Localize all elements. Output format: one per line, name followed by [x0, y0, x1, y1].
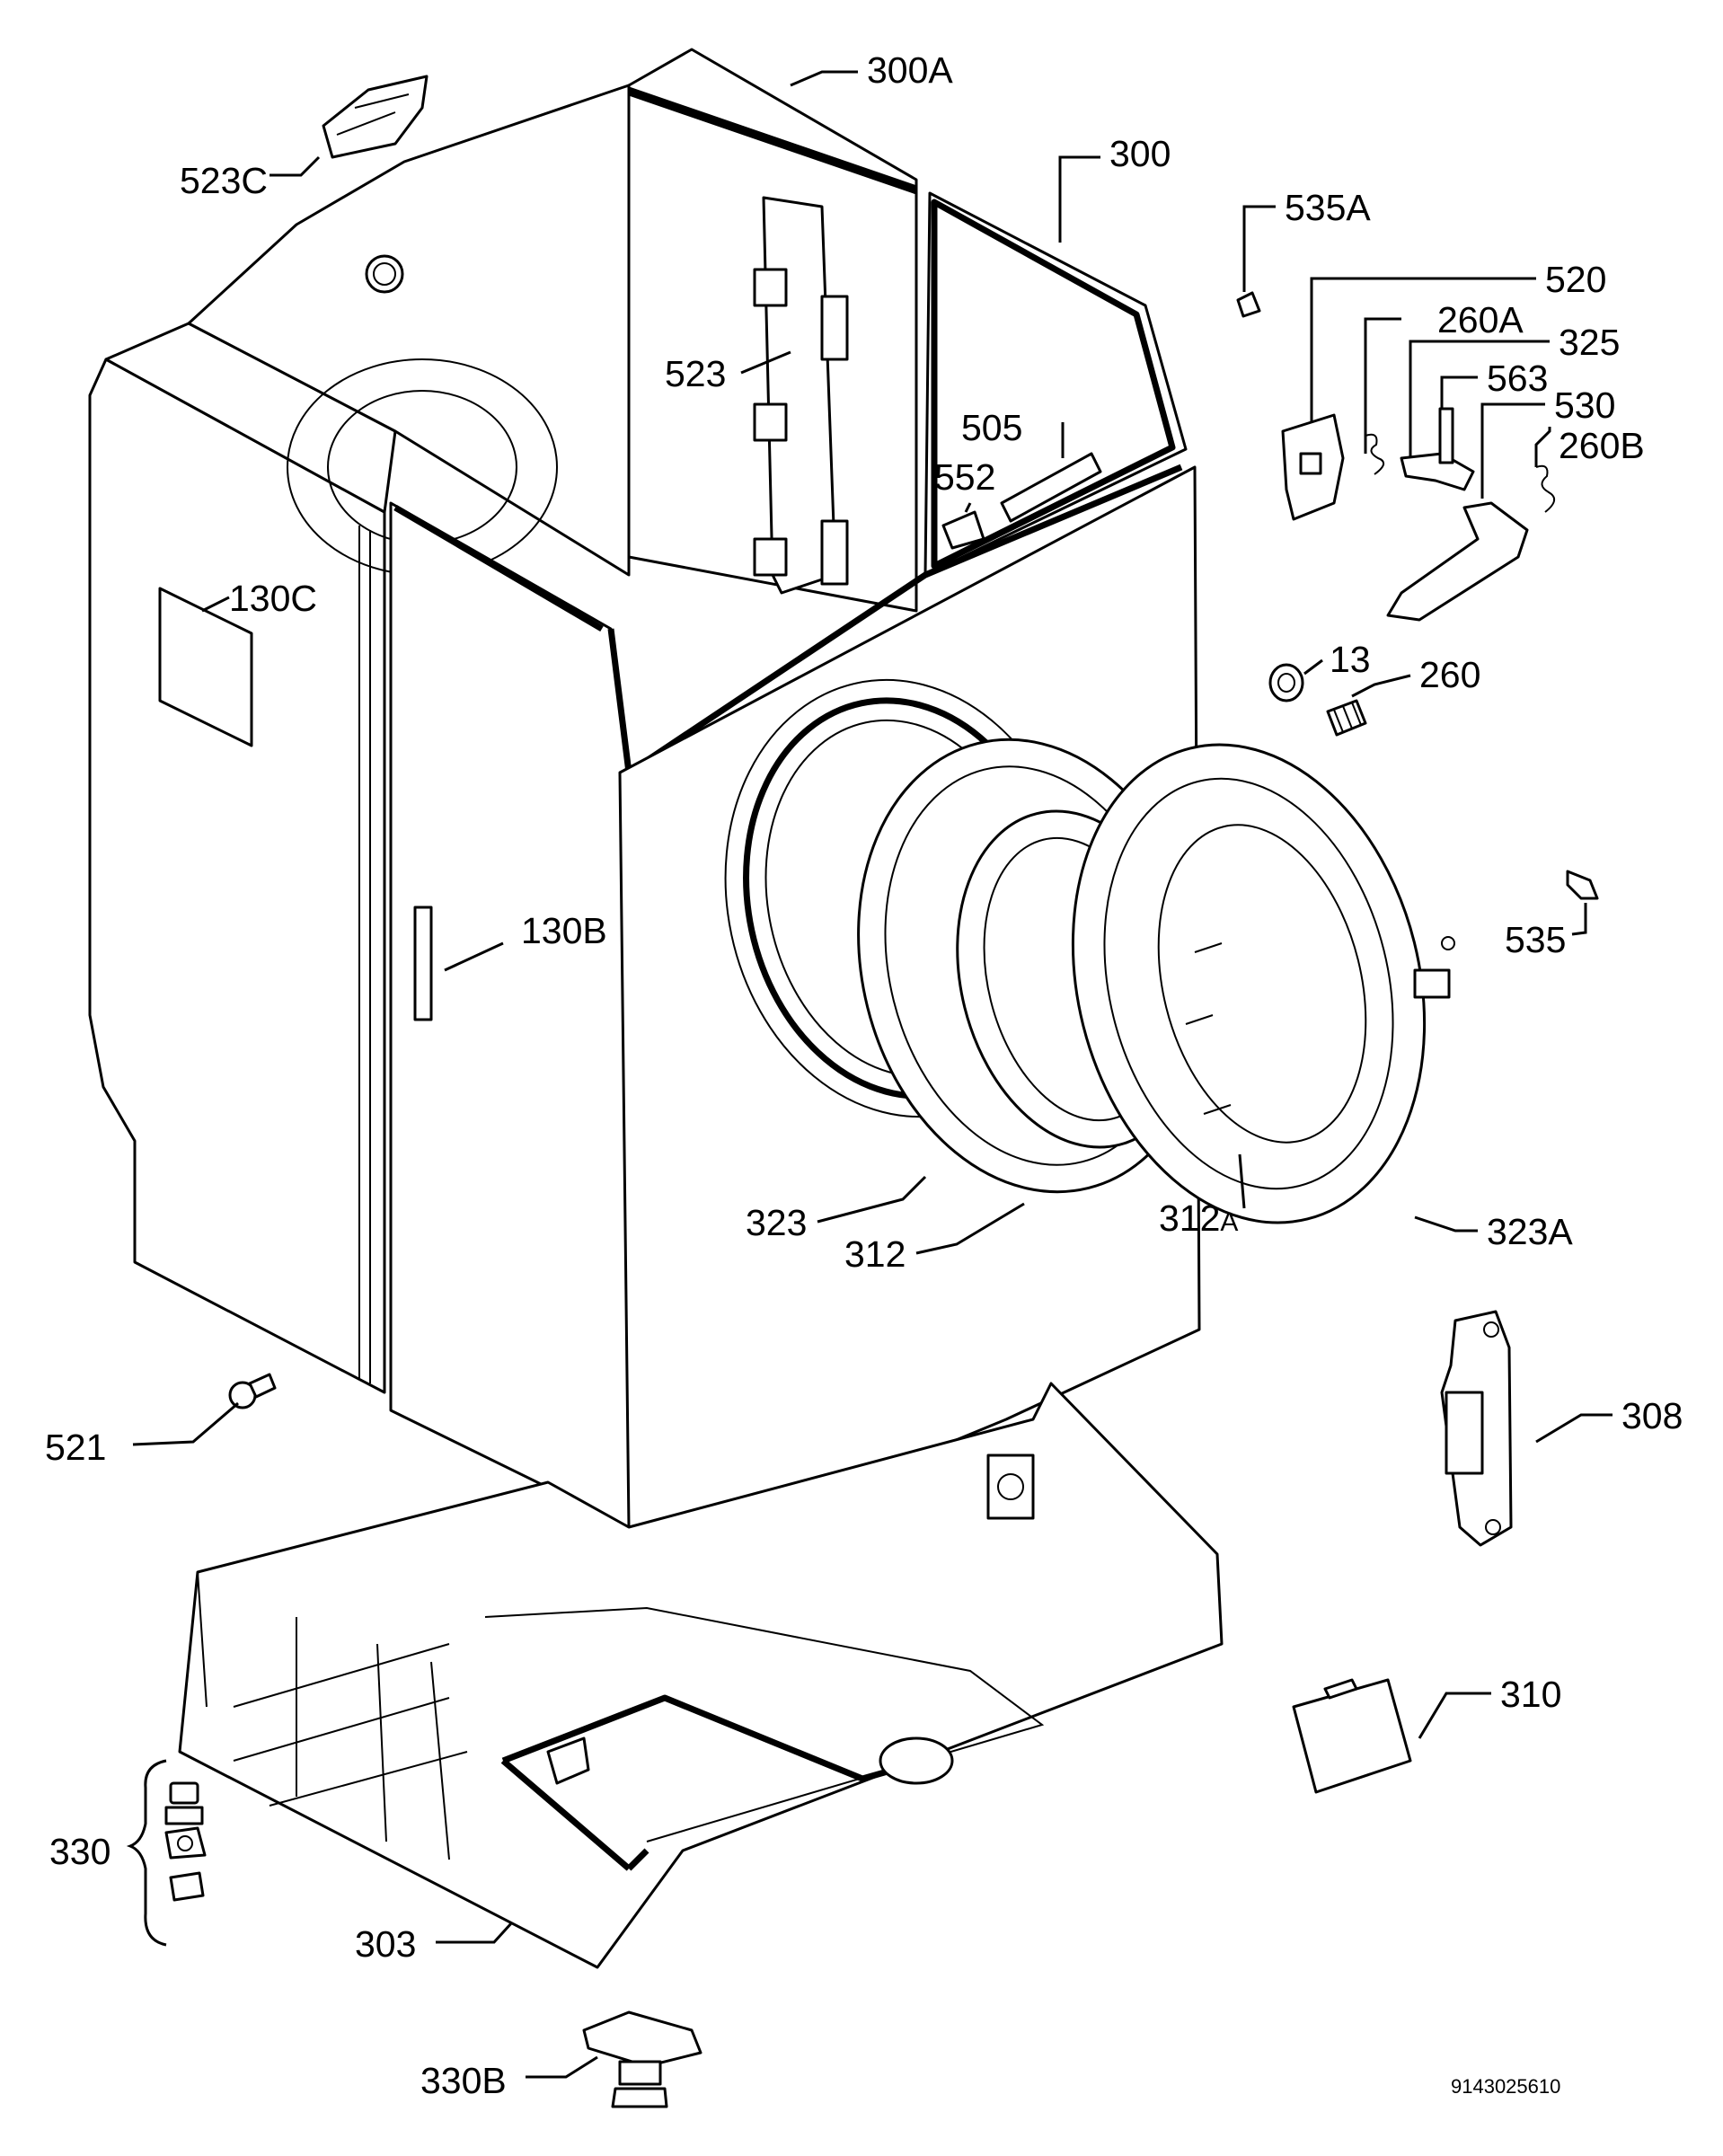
left-side-panel	[88, 358, 386, 1394]
label-260A: 260A	[1437, 299, 1524, 340]
door-outer-ring-323A	[1071, 743, 1427, 1224]
hose-505	[1000, 452, 1102, 523]
document-number: 9143025610	[1451, 2075, 1560, 2098]
label-312: 312	[844, 1233, 906, 1275]
part-labels: 300A 300 523C 535A 520 260A 325 563 530 …	[45, 49, 1683, 2101]
cabinet-assembly	[88, 48, 1455, 1529]
label-312A-number: 312	[1159, 1197, 1220, 1239]
adjustable-foot-330B	[582, 2010, 702, 2108]
label-563: 563	[1487, 358, 1548, 399]
label-552: 552	[934, 456, 995, 498]
screw-521	[228, 1373, 277, 1409]
spring-260A	[1365, 433, 1384, 475]
front-frame-300	[923, 191, 1188, 577]
label-530: 530	[1554, 384, 1615, 426]
cover-310	[1292, 1678, 1412, 1794]
label-325: 325	[1559, 322, 1620, 363]
label-330: 330	[49, 1831, 110, 1872]
label-520: 520	[1545, 259, 1606, 300]
fixing-kit-330	[126, 1759, 207, 1947]
label-300: 300	[1109, 133, 1171, 174]
cap-535A	[1236, 291, 1261, 318]
label-330B: 330B	[420, 2060, 507, 2101]
label-310: 310	[1500, 1674, 1561, 1715]
bush-13	[1268, 663, 1304, 702]
label-300A: 300A	[867, 49, 953, 91]
clip-523C	[322, 75, 429, 159]
label-260: 260	[1419, 654, 1480, 695]
pin-563	[1438, 407, 1454, 464]
pin-535	[1566, 870, 1599, 900]
label-308: 308	[1621, 1395, 1683, 1436]
label-260B: 260B	[1559, 425, 1645, 466]
label-323: 323	[746, 1202, 807, 1243]
label-303: 303	[355, 1923, 416, 1965]
label-535A: 535A	[1285, 187, 1371, 228]
spring-260	[1326, 699, 1367, 737]
spring-260B	[1535, 464, 1555, 513]
leader-lines	[132, 70, 1613, 2079]
handle-530	[1386, 501, 1529, 622]
label-523C: 523C	[180, 160, 268, 201]
lever-325	[1400, 452, 1475, 491]
label-505: 505	[961, 407, 1022, 448]
label-523: 523	[665, 353, 726, 394]
label-323A: 323A	[1487, 1211, 1573, 1252]
label-13: 13	[1330, 639, 1371, 680]
base-frame-303	[178, 1382, 1224, 1969]
label-521: 521	[45, 1427, 106, 1468]
label-312A-suffix: A	[1220, 1207, 1238, 1237]
label-312A: 312A	[1159, 1197, 1238, 1239]
part-552	[941, 510, 985, 550]
label-130B: 130B	[521, 910, 607, 951]
label-535: 535	[1505, 919, 1566, 960]
rating-plate-130C	[158, 587, 253, 747]
label-130C: 130C	[229, 578, 317, 619]
